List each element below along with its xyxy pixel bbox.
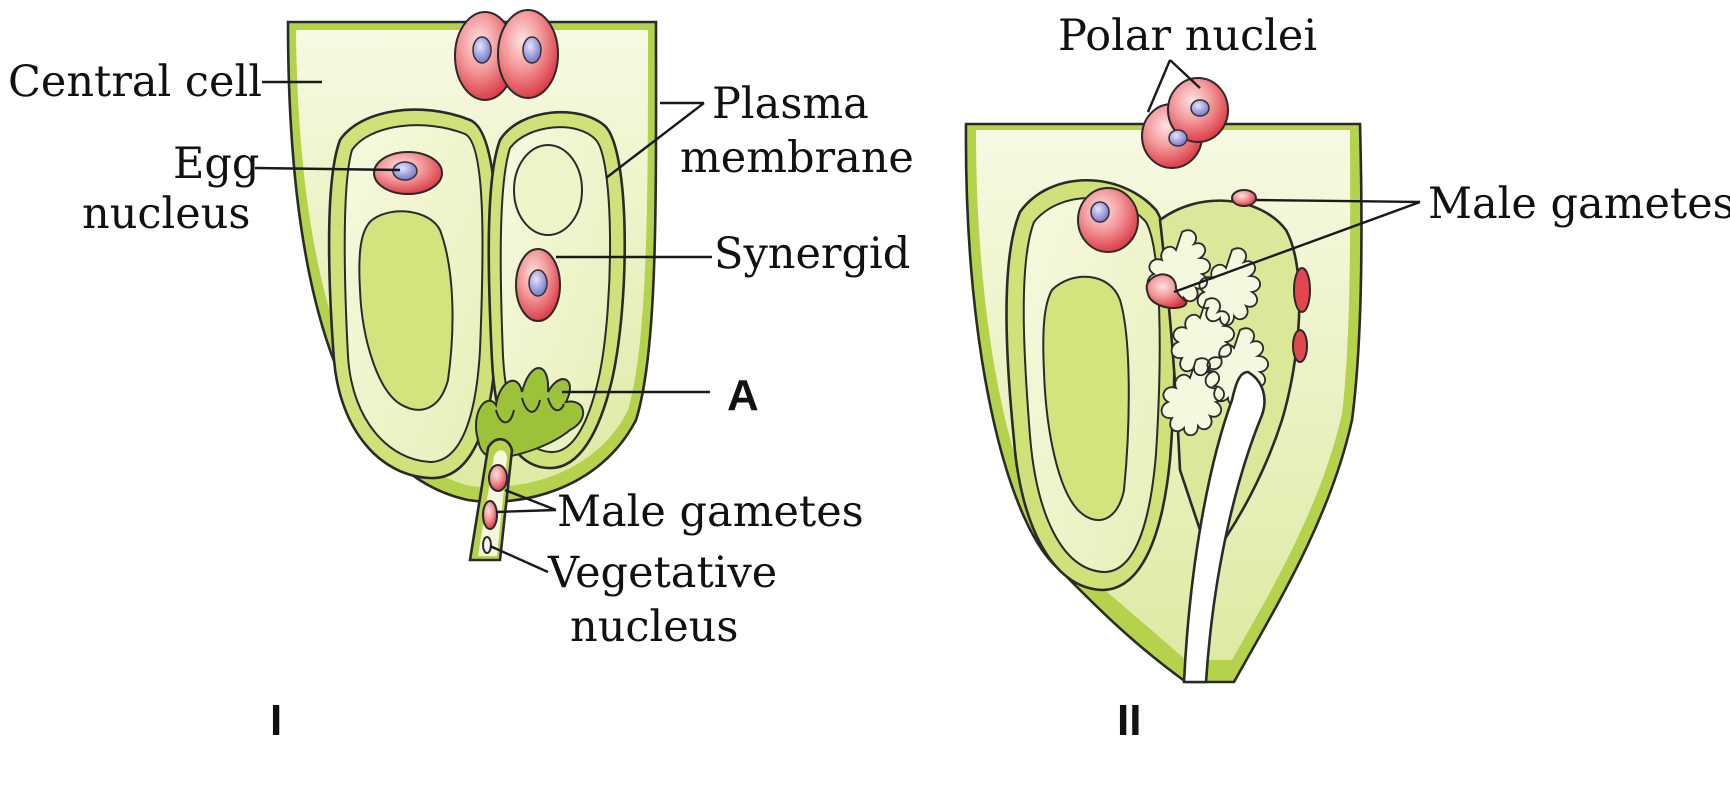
- top-nucleolus-left: [472, 36, 492, 64]
- label-polar-nuclei: Polar nuclei: [1058, 11, 1317, 61]
- leader-vegetative: [489, 544, 549, 574]
- panel-ii-nuclei: [1077, 77, 1311, 363]
- panel-i-leaders: [254, 80, 712, 574]
- leader-polar-2: [1169, 59, 1201, 89]
- panel-ii-leaders: [1146, 59, 1421, 294]
- label-synergid: Synergid: [714, 229, 910, 279]
- label-egg-line1: Egg: [173, 139, 259, 189]
- label-vegetative-line2: nucleus: [570, 602, 738, 652]
- male-gamete-2: [482, 500, 498, 530]
- panel-i-drawing: Central cell Egg nucleus Plasma membrane…: [8, 9, 914, 745]
- egg-vacuole-ii: [1042, 275, 1130, 522]
- panel-i-nuclei: [373, 9, 561, 554]
- leader-egg-nucleus: [254, 166, 401, 172]
- panel-i-title: I: [270, 696, 282, 745]
- label-male-gametes-i: Male gametes: [557, 487, 864, 537]
- label-vegetative-line1: Vegetative: [547, 548, 777, 598]
- panel-ii-drawing: Polar nuclei Male gametes II: [964, 11, 1730, 745]
- label-a: A: [727, 371, 759, 420]
- egg-nucleolus-ii: [1090, 201, 1110, 223]
- top-nucleolus-right: [522, 36, 542, 64]
- leader-polar-1: [1146, 59, 1172, 113]
- egg-vacuole: [358, 210, 454, 411]
- label-male-gametes-ii: Male gametes: [1428, 179, 1730, 229]
- filiform-folds: [495, 397, 565, 424]
- pollen-tube-ii: [1182, 370, 1266, 684]
- label-egg-line2: nucleus: [82, 189, 250, 239]
- polar-nucleolus-lower: [1168, 129, 1188, 147]
- male-gamete-1: [488, 464, 508, 492]
- leader-male-gametes-2: [495, 508, 557, 514]
- gamete-ii-right-1: [1293, 267, 1311, 313]
- leader-male-ii-2: [1173, 200, 1421, 294]
- label-plasma-line2: membrane: [680, 133, 914, 183]
- synergid-vacuole: [513, 144, 583, 236]
- polar-nucleolus-upper: [1190, 99, 1210, 117]
- synergid-nucleolus: [528, 269, 548, 297]
- panel-ii-title: II: [1117, 696, 1141, 745]
- vegetative-nucleus: [482, 536, 492, 554]
- male-gamete-ii-left: [1145, 273, 1188, 310]
- gamete-ii-right-2: [1292, 329, 1308, 363]
- leader-plasma-2: [605, 102, 705, 179]
- label-central-cell: Central cell: [8, 57, 262, 107]
- label-plasma-line1: Plasma: [712, 79, 869, 129]
- male-gamete-ii-top: [1231, 189, 1257, 207]
- leader-male-ii-1: [1255, 198, 1421, 204]
- egg-nucleus-ii: [1077, 187, 1139, 253]
- leader-male-gametes-1: [504, 488, 557, 512]
